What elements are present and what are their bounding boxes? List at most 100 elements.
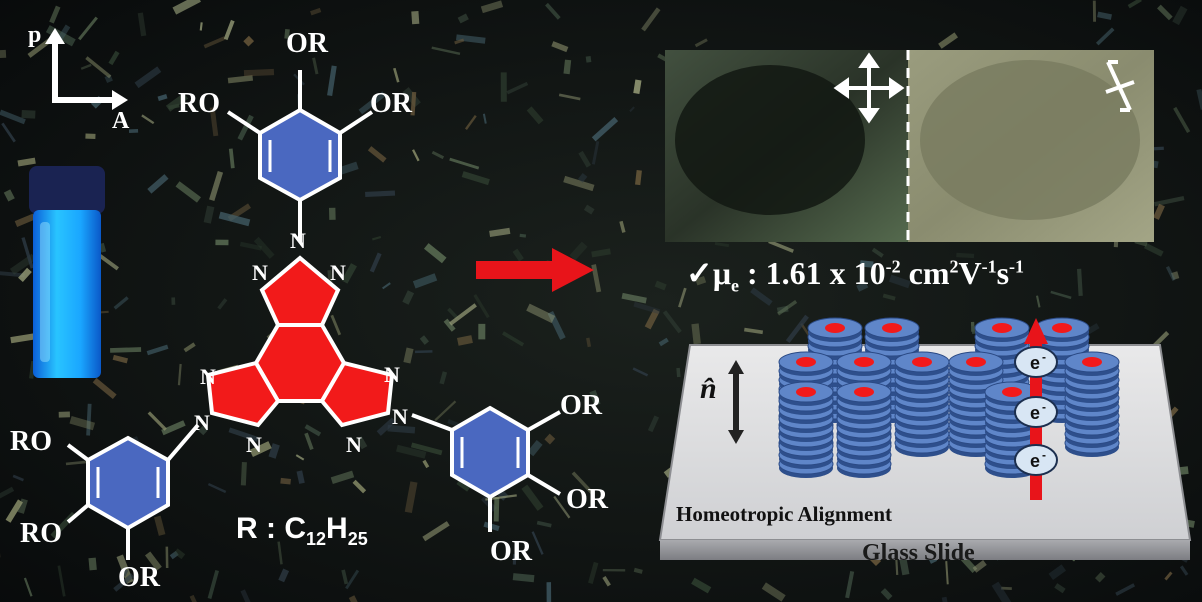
crystal-shard	[341, 263, 357, 284]
crystal-shard	[110, 347, 142, 353]
crystal-shard	[0, 486, 15, 502]
crystal-shard	[527, 440, 543, 457]
mobility-exp-1: -2	[885, 256, 901, 277]
crystal-shard	[1092, 0, 1097, 22]
crystal-shard	[449, 303, 477, 326]
crystal-shard	[237, 114, 254, 141]
crystal-shard	[412, 273, 438, 289]
crystal-shard	[1127, 0, 1142, 9]
crystal-shard	[455, 34, 486, 44]
crystal-shard	[553, 495, 571, 519]
crystal-shard	[493, 497, 500, 522]
mobility-exp-2: 2	[949, 256, 959, 277]
crystal-shard	[382, 282, 391, 290]
crystal-shard	[519, 233, 527, 238]
crystal-shard	[207, 482, 227, 494]
crystal-shard	[280, 477, 291, 485]
columnar-stacks	[778, 317, 1120, 478]
crystal-shard	[145, 551, 162, 571]
crystal-shard	[531, 531, 544, 555]
r-hydrogen: H	[326, 512, 348, 545]
crystal-shard	[65, 460, 90, 466]
crystal-shard	[88, 557, 97, 571]
crystal-shard	[654, 280, 667, 291]
nitrogen-atom: N	[194, 410, 210, 435]
crystal-shard	[348, 595, 366, 602]
crystal-shard	[78, 16, 98, 41]
svg-text:e: e	[1030, 451, 1040, 471]
crystal-shard	[1035, 295, 1041, 308]
crystal-shard	[485, 494, 517, 501]
crystal-shard	[387, 424, 416, 434]
crystal-shard	[744, 327, 764, 335]
polarizer-axes	[45, 28, 128, 110]
crystal-shard	[141, 114, 155, 125]
crystal-shard	[14, 213, 36, 227]
crystal-shard	[189, 594, 202, 602]
crystal-shard	[330, 470, 355, 484]
crystal-shard	[1157, 4, 1173, 21]
director-arrow	[728, 360, 744, 444]
crystal-shard	[512, 554, 517, 565]
nitrogen-atom: N	[330, 260, 346, 285]
crystal-shard	[104, 74, 113, 84]
substituent-top-left: RO	[178, 88, 220, 119]
svg-text:-: -	[1042, 448, 1046, 462]
analyzer-label: A	[112, 108, 130, 134]
crystal-shard	[945, 561, 949, 585]
r-sub-hydrogen: 25	[347, 529, 368, 549]
director-label: n̂	[700, 372, 717, 405]
crystal-shard	[161, 420, 186, 436]
crystal-shard	[146, 344, 169, 356]
crystal-shard	[209, 107, 219, 137]
crystal-shard	[586, 337, 592, 348]
crystal-shard	[632, 367, 649, 377]
crystal-shard	[1001, 586, 1012, 590]
crystal-shard	[402, 87, 421, 108]
crystal-shard	[633, 79, 642, 94]
crystal-shard	[545, 2, 561, 20]
crystal-shard	[678, 287, 687, 308]
nitrogen-atom: N	[384, 362, 400, 387]
crystal-shard	[871, 247, 884, 258]
crystal-shard	[512, 573, 535, 583]
crystal-shard	[591, 116, 619, 142]
crystal-shard	[431, 46, 461, 56]
crystal-shard	[1054, 583, 1066, 594]
substituent-left-2: RO	[20, 518, 62, 549]
crystal-shard	[563, 59, 572, 75]
crystal-shard	[147, 174, 169, 194]
svg-text:e: e	[1030, 353, 1040, 373]
crystal-shard	[691, 323, 701, 345]
crystal-shard	[137, 12, 147, 37]
crystal-shard	[69, 415, 96, 431]
disc-column	[778, 381, 834, 478]
crystal-shard	[591, 140, 600, 165]
crystal-shard	[21, 237, 34, 269]
crystal-shard	[619, 220, 626, 233]
crystal-shard	[328, 207, 336, 220]
crystal-shard	[521, 484, 544, 511]
crystal-shard	[396, 444, 427, 459]
crystal-shard	[480, 0, 504, 14]
crystal-shard	[17, 157, 36, 167]
crystal-shard	[113, 296, 129, 310]
crystal-shard	[215, 239, 229, 246]
crystal-shard	[345, 569, 360, 590]
crystal-shard	[268, 443, 280, 459]
crystal-shard	[569, 241, 588, 261]
crystal-shard	[1196, 88, 1202, 110]
crystal-shard	[464, 114, 477, 130]
crystal-shard	[588, 561, 599, 584]
crystal-shard	[169, 550, 179, 560]
svg-text:-: -	[1042, 400, 1046, 414]
crystal-shard	[1048, 564, 1067, 580]
crystal-shard	[243, 68, 275, 77]
crystal-shard	[658, 337, 669, 347]
crystal-shard	[113, 573, 135, 592]
crystal-shard	[341, 569, 349, 585]
r-group-formula: R : C12H25	[236, 512, 368, 550]
crystal-shard	[284, 28, 290, 39]
crystal-shard	[228, 427, 259, 442]
